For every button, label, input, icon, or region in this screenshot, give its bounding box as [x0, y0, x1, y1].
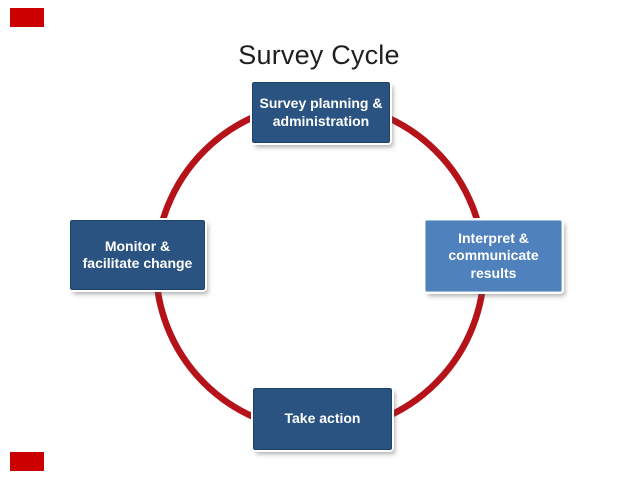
node-survey-planning: Survey planning & administration [250, 80, 392, 145]
node-interpret-communicate: Interpret & communicate results [423, 218, 564, 294]
node-survey-planning-label: Survey planning & administration [259, 95, 383, 129]
node-monitor-facilitate: Monitor & facilitate change [68, 218, 207, 292]
node-interpret-communicate-label: Interpret & communicate results [448, 230, 539, 281]
node-take-action-label: Take action [284, 410, 361, 427]
node-take-action: Take action [251, 386, 394, 452]
slide-title: Survey Cycle [238, 40, 400, 70]
red-corner-bar-top-left [10, 8, 44, 27]
node-monitor-facilitate-label: Monitor & facilitate change [82, 237, 193, 271]
red-corner-bar-bottom-left [10, 452, 44, 471]
